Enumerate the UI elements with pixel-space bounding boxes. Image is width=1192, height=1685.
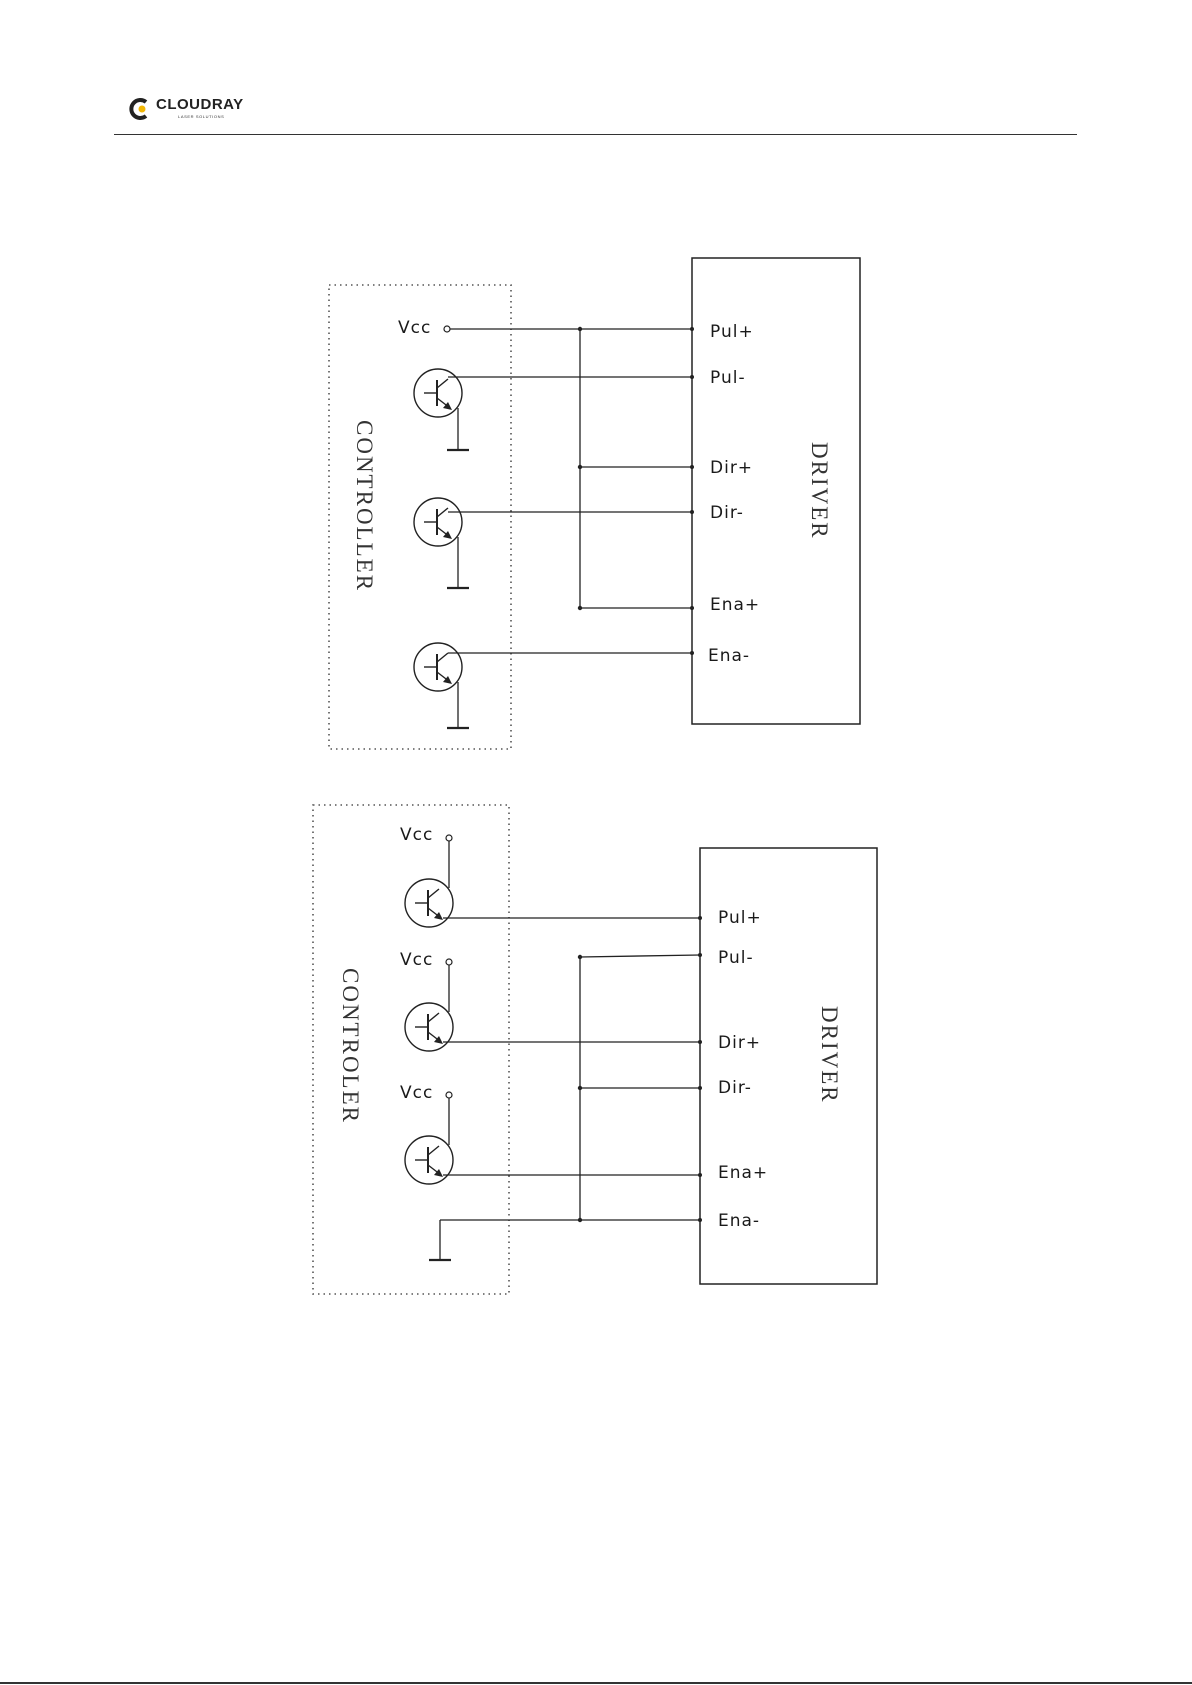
- pin-dir-plus: Dir+: [718, 1033, 761, 1053]
- junction-dots: [578, 327, 694, 655]
- transistor-dir: [405, 1003, 453, 1051]
- diagram-common-cathode: CONTROLER DRIVER Vcc Vcc Vcc: [313, 805, 877, 1294]
- transistor-ena: [414, 643, 462, 691]
- footer-divider: [0, 1682, 1192, 1684]
- pin-ena-minus: Ena-: [708, 646, 750, 666]
- pin-dir-minus: Dir-: [710, 503, 744, 523]
- pin-pul-plus: Pul+: [718, 908, 762, 928]
- pin-pul-minus: Pul-: [718, 948, 754, 968]
- vcc-label: Vcc: [400, 825, 433, 845]
- pin-ena-plus: Ena+: [718, 1163, 768, 1183]
- transistor-dir: [414, 498, 462, 546]
- pin-dir-plus: Dir+: [710, 458, 753, 478]
- pin-dir-minus: Dir-: [718, 1078, 752, 1098]
- transistor-ena: [405, 1136, 453, 1184]
- transistor-pul: [405, 879, 453, 927]
- pin-pul-minus: Pul-: [710, 368, 746, 388]
- transistor-pul: [414, 369, 462, 417]
- controller-label: CONTROLER: [338, 968, 363, 1124]
- pin-ena-plus: Ena+: [710, 595, 760, 615]
- junction-dots: [578, 916, 702, 1222]
- driver-label: DRIVER: [817, 1006, 842, 1104]
- bottom-wiring: [440, 841, 700, 1220]
- controller-label: CONTROLLER: [352, 420, 377, 592]
- ground-icon: [429, 1220, 451, 1260]
- top-wiring: [448, 329, 692, 653]
- vcc-label: Vcc: [398, 318, 431, 338]
- driver-label: DRIVER: [807, 442, 832, 540]
- vcc-terminal: [444, 326, 450, 332]
- pin-ena-minus: Ena-: [718, 1211, 760, 1231]
- vcc-label: Vcc: [400, 950, 433, 970]
- diagram-common-anode: CONTROLLER DRIVER Vcc: [329, 258, 860, 749]
- pin-pul-plus: Pul+: [710, 322, 754, 342]
- vcc-label: Vcc: [400, 1083, 433, 1103]
